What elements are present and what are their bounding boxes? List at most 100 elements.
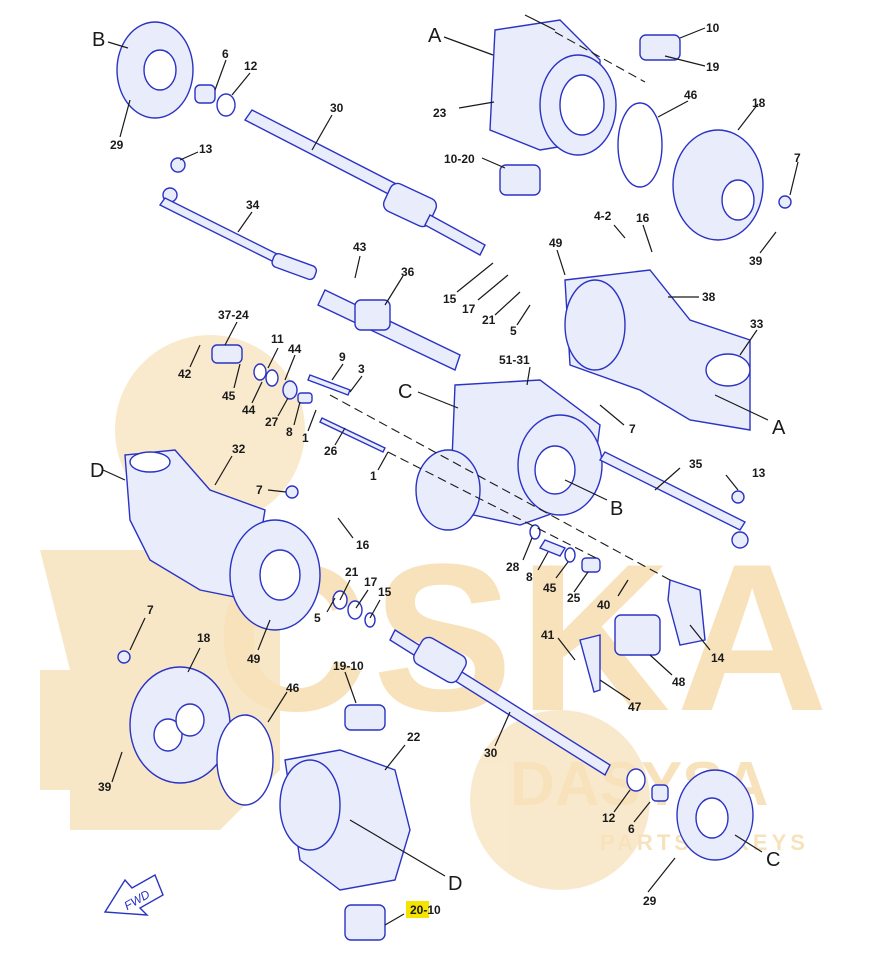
callout-7-low[interactable]: 7 xyxy=(147,603,154,617)
callout-30-low[interactable]: 30 xyxy=(484,746,498,760)
callout-3[interactable]: 3 xyxy=(358,362,365,376)
callout-36[interactable]: 36 xyxy=(401,265,415,279)
callout-4-2[interactable]: 4-2 xyxy=(594,209,612,223)
callout-51-31[interactable]: 51-31 xyxy=(499,353,530,367)
callout-28[interactable]: 28 xyxy=(506,560,520,574)
callout-18-top[interactable]: 18 xyxy=(752,96,766,110)
highlight-box xyxy=(406,901,429,918)
callout-19-top[interactable]: 19 xyxy=(706,60,720,74)
callout-46-low[interactable]: 46 xyxy=(286,681,300,695)
callout-49-mid[interactable]: 49 xyxy=(247,652,261,666)
callout-9[interactable]: 9 xyxy=(339,350,346,364)
callout-30-top[interactable]: 30 xyxy=(330,101,344,115)
brake-disc-top-left xyxy=(116,21,236,119)
callout-20-10[interactable]: 20-10 xyxy=(410,903,441,917)
callout-7-left[interactable]: 7 xyxy=(256,483,263,497)
callout-16-mid[interactable]: 16 xyxy=(356,538,370,552)
callout-21-top[interactable]: 21 xyxy=(482,313,496,327)
hub-housing-bottom xyxy=(279,704,411,941)
watermark-gear-right xyxy=(470,710,650,890)
callout-C-bottom[interactable]: C xyxy=(766,849,780,871)
callout-5-top[interactable]: 5 xyxy=(510,324,517,338)
center-carrier xyxy=(415,379,603,531)
callout-13-mid[interactable]: 13 xyxy=(752,466,766,480)
callout-1-a[interactable]: 1 xyxy=(302,431,309,445)
callout-29-low[interactable]: 29 xyxy=(643,894,657,908)
small-parts-mid xyxy=(211,344,386,453)
callout-38[interactable]: 38 xyxy=(702,290,716,304)
callout-42[interactable]: 42 xyxy=(178,367,192,381)
callout-6-top[interactable]: 6 xyxy=(222,47,229,61)
callout-25[interactable]: 25 xyxy=(567,591,581,605)
callout-35[interactable]: 35 xyxy=(689,457,703,471)
callout-34[interactable]: 34 xyxy=(246,198,260,212)
callout-10-top[interactable]: 10 xyxy=(706,21,720,35)
callout-1-b[interactable]: 1 xyxy=(370,469,377,483)
callout-12-low[interactable]: 12 xyxy=(602,811,616,825)
callout-47[interactable]: 47 xyxy=(628,700,642,714)
callout-8-top[interactable]: 8 xyxy=(286,425,293,439)
callout-A-right[interactable]: A xyxy=(772,417,786,439)
callout-26[interactable]: 26 xyxy=(324,444,338,458)
housing-top xyxy=(489,19,663,196)
callout-7-mid[interactable]: 7 xyxy=(629,422,636,436)
callout-49-top[interactable]: 49 xyxy=(549,236,563,250)
callout-44-b[interactable]: 44 xyxy=(242,403,256,417)
callout-6-low[interactable]: 6 xyxy=(628,822,635,836)
callout-41[interactable]: 41 xyxy=(541,628,555,642)
callout-15-mid[interactable]: 15 xyxy=(378,585,392,599)
callout-21-mid[interactable]: 21 xyxy=(345,565,359,579)
leader-lines xyxy=(102,14,799,926)
callout-D-left[interactable]: D xyxy=(90,460,104,482)
callout-5-mid[interactable]: 5 xyxy=(314,611,321,625)
callout-17-top[interactable]: 17 xyxy=(462,302,476,316)
axle-housing-left xyxy=(124,449,321,631)
callout-A-top[interactable]: A xyxy=(428,25,442,47)
callout-23[interactable]: 23 xyxy=(433,106,447,120)
callout-18-low[interactable]: 18 xyxy=(197,631,211,645)
callout-39-low[interactable]: 39 xyxy=(98,780,112,794)
parts-group: FWD xyxy=(103,19,792,941)
callout-B-right[interactable]: B xyxy=(610,498,623,520)
callout-12-top[interactable]: 12 xyxy=(244,59,258,73)
callout-10-20[interactable]: 10-20 xyxy=(444,152,475,166)
callout-D-bottom[interactable]: D xyxy=(448,873,462,895)
drive-shaft-bottom xyxy=(389,628,669,802)
tie-rod-upper xyxy=(158,157,318,281)
callout-17-mid[interactable]: 17 xyxy=(364,575,378,589)
callout-19-10[interactable]: 19-10 xyxy=(333,659,364,673)
callout-14[interactable]: 14 xyxy=(711,651,725,665)
callout-22[interactable]: 22 xyxy=(407,730,421,744)
callout-43[interactable]: 43 xyxy=(353,240,367,254)
drive-shaft-top xyxy=(243,109,486,256)
callout-7-top[interactable]: 7 xyxy=(794,151,801,165)
callout-13-top[interactable]: 13 xyxy=(199,142,213,156)
fwd-arrow-icon: FWD xyxy=(103,873,164,916)
callout-45-top[interactable]: 45 xyxy=(222,389,236,403)
callout-B-top[interactable]: B xyxy=(92,29,105,51)
callout-39-top[interactable]: 39 xyxy=(749,254,763,268)
callout-45-mid[interactable]: 45 xyxy=(543,581,557,595)
callout-15-top[interactable]: 15 xyxy=(443,292,457,306)
callout-27[interactable]: 27 xyxy=(265,415,279,429)
callout-37-24[interactable]: 37-24 xyxy=(218,308,249,322)
callout-20-suffix: -10 xyxy=(423,903,441,917)
callout-labels: B 6 12 29 30 13 34 A 23 10-20 10 19 46 1… xyxy=(90,21,801,917)
callout-46-top[interactable]: 46 xyxy=(684,88,698,102)
callout-16-top[interactable]: 16 xyxy=(636,211,650,225)
callout-11[interactable]: 11 xyxy=(271,332,284,346)
callout-32[interactable]: 32 xyxy=(232,442,246,456)
tie-rod-lower xyxy=(598,451,749,549)
callout-20-highlighted[interactable]: 20 xyxy=(410,903,424,917)
callout-44-a[interactable]: 44 xyxy=(288,342,302,356)
callout-29-top[interactable]: 29 xyxy=(110,138,124,152)
callout-40[interactable]: 40 xyxy=(597,598,611,612)
callout-8-mid[interactable]: 8 xyxy=(526,570,533,584)
axle-housing-right xyxy=(564,269,751,431)
cover-bottom-left xyxy=(117,650,274,806)
callout-33[interactable]: 33 xyxy=(750,317,764,331)
shaft-36 xyxy=(317,289,461,371)
callout-48[interactable]: 48 xyxy=(672,675,686,689)
callout-C-mid[interactable]: C xyxy=(398,381,412,403)
